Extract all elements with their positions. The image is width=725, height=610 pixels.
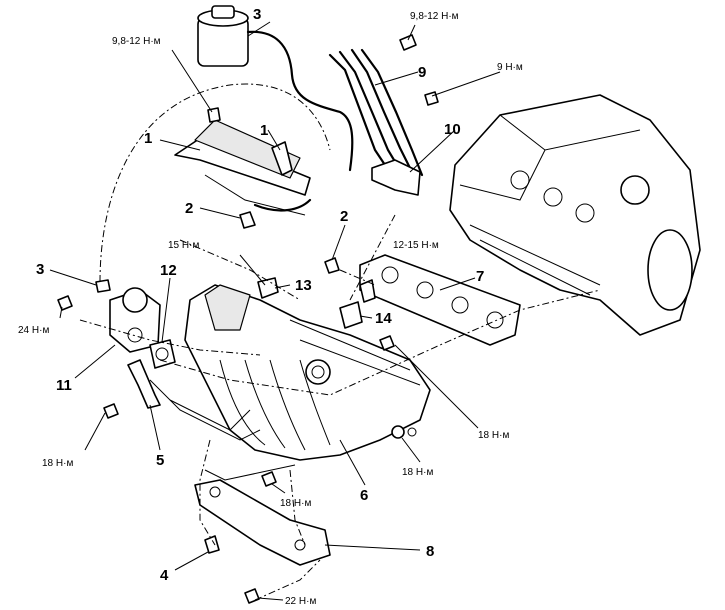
torque-label-top-right: 9,8-12 Н·м <box>410 11 459 22</box>
bracket-10-drawing <box>371 159 421 196</box>
part-number-9: 9 <box>418 64 426 81</box>
assembly-lines <box>79 83 601 601</box>
part-number-8: 8 <box>426 543 434 560</box>
torque-label-18nm-center: 18 Н·м <box>280 498 311 509</box>
canister-drawing <box>197 5 354 172</box>
engine-block-drawing <box>449 94 701 336</box>
part-number-6: 6 <box>360 487 368 504</box>
torque-label-12-15nm: 12-15 Н·м <box>393 240 439 251</box>
part-number-12: 12 <box>160 262 177 279</box>
sensors-drawing <box>257 277 376 329</box>
torque-label-18nm-nut: 18 Н·м <box>402 467 433 478</box>
part-number-7: 7 <box>476 268 484 285</box>
stay-8-drawing <box>194 479 331 566</box>
fuel-rail-drawing <box>174 119 312 216</box>
gasket-12-drawing <box>149 339 176 369</box>
torque-label-24nm: 24 Н·м <box>18 325 49 336</box>
part-number-5: 5 <box>156 452 164 469</box>
torque-label-18nm-left: 18 Н·м <box>42 458 73 469</box>
part-number-14: 14 <box>375 310 392 327</box>
exhaust-gasket-drawing <box>359 254 521 346</box>
part-number-3-left: 3 <box>36 261 44 278</box>
part-number-2-right: 2 <box>340 208 348 225</box>
part-number-1-right: 1 <box>260 122 268 139</box>
part-number-13: 13 <box>295 277 312 294</box>
torque-label-18nm-right: 18 Н·м <box>478 430 509 441</box>
part-number-4: 4 <box>160 567 169 584</box>
torque-label-15nm: 15 Н·м <box>168 240 199 251</box>
part-number-2-left: 2 <box>185 200 193 217</box>
leader-lines <box>49 21 501 601</box>
stay-5-drawing <box>127 359 161 409</box>
fuel-lines-drawing <box>328 48 424 177</box>
egr-valve-drawing <box>109 287 161 353</box>
torque-label-9nm: 9 Н·м <box>497 62 523 73</box>
part-number-1-left: 1 <box>144 130 152 147</box>
torque-label-top-left: 9,8-12 Н·м <box>112 36 161 47</box>
torque-label-22nm: 22 Н·м <box>285 596 316 607</box>
part-number-3-top: 3 <box>253 6 261 23</box>
part-number-11: 11 <box>56 377 72 394</box>
part-number-10: 10 <box>444 121 461 138</box>
intake-manifold-drawing <box>184 284 431 461</box>
